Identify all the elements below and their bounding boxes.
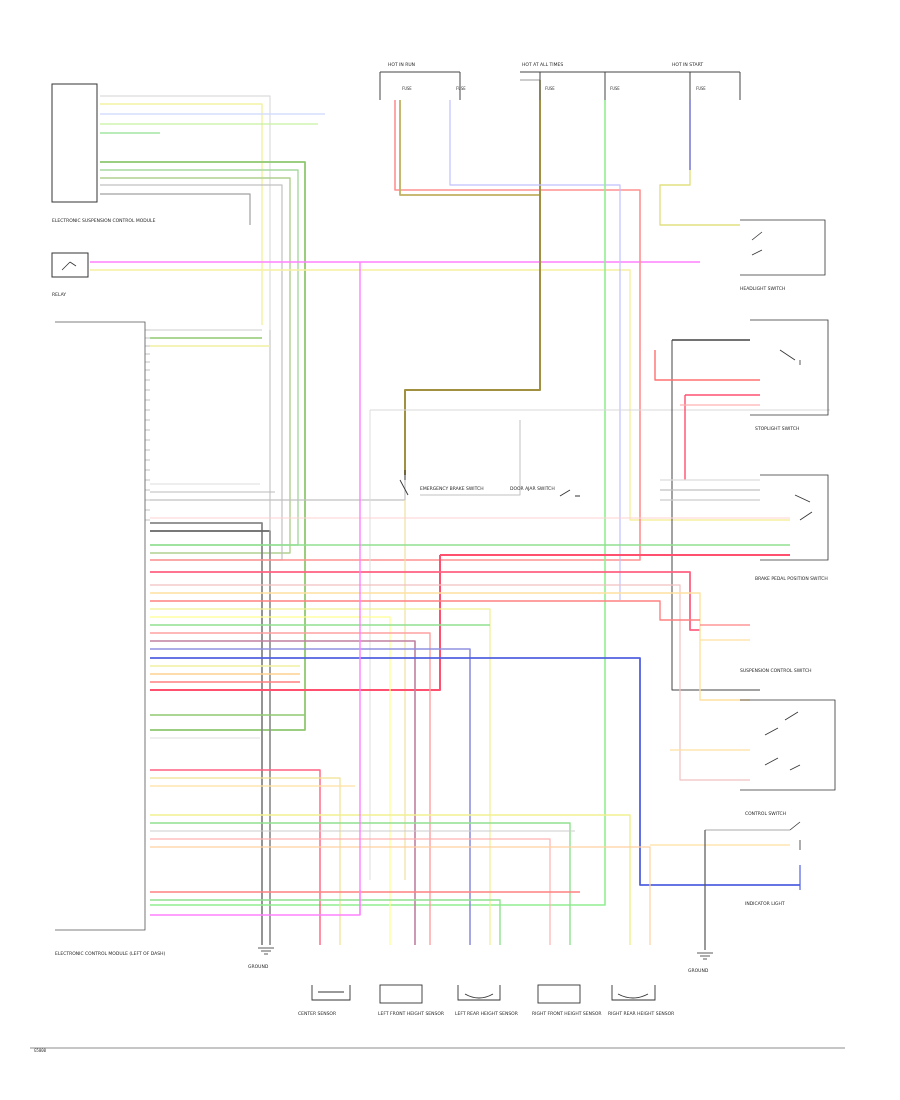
height-sensor-rf: [537, 984, 581, 1004]
relay-label: RELAY: [52, 292, 66, 298]
ground-symbol-b: [697, 952, 713, 960]
relay-symbol: [61, 261, 77, 271]
sensor-lr-label: LEFT REAR HEIGHT SENSOR: [455, 1011, 518, 1017]
emergency-brake-label: EMERGENCY BRAKE SWITCH: [420, 486, 484, 492]
wires-module-top: [100, 95, 325, 731]
brake-pedal-switch-label: BRAKE PEDAL POSITION SWITCH: [755, 576, 828, 582]
main-module-outline: [55, 321, 146, 931]
control-switch-label: CONTROL SWITCH: [745, 811, 786, 817]
wires-module-rows: [150, 262, 800, 945]
sensor-center-label: CENTER SENSOR: [298, 1011, 336, 1017]
height-sensor-lr: [457, 985, 501, 1001]
stoplight-switch-label: STOPLIGHT SWITCH: [755, 426, 799, 432]
sensor-rf-label: RIGHT FRONT HEIGHT SENSOR: [532, 1011, 602, 1017]
suspension-switch-contacts: [764, 711, 801, 771]
sensor-rr-label: RIGHT REAR HEIGHT SENSOR: [608, 1011, 674, 1017]
height-sensor-lf: [379, 984, 423, 1004]
height-sensor-center: [311, 985, 351, 1001]
fuse-label-a: FUSE: [402, 86, 412, 91]
suspension-module-label: ELECTRONIC SUSPENSION CONTROL MODULE: [52, 218, 156, 224]
headlight-switch-box: [740, 219, 826, 276]
power-hot-at-all-times: HOT AT ALL TIMES: [522, 62, 563, 68]
footer-code: G5000: [34, 1048, 47, 1053]
sensor-lf-label: LEFT FRONT HEIGHT SENSOR: [378, 1011, 444, 1017]
brake-pedal-switch-box: [760, 474, 829, 561]
fuse-label-b: FUSE: [456, 86, 466, 91]
module-pin-ticks: [145, 329, 150, 521]
stoplight-switch-contact: [779, 349, 801, 365]
power-hot-in-start: HOT IN START: [672, 62, 703, 68]
headlight-switch-contact: [751, 231, 763, 256]
wires-right-switches: [150, 339, 790, 691]
ground-label-b: GROUND: [688, 968, 709, 974]
main-module-label: ELECTRONIC CONTROL MODULE (LEFT OF DASH): [55, 951, 165, 957]
door-switch-symbol: [559, 489, 580, 497]
ground-label-a: GROUND: [248, 964, 269, 970]
wires-ground: [150, 330, 271, 945]
stoplight-switch-box: [750, 319, 829, 416]
indicator-label: INDICATOR LIGHT: [745, 901, 785, 907]
control-switch-symbol: [789, 821, 801, 850]
ground-symbol-a: [258, 947, 274, 955]
wires-right-lower: [650, 624, 801, 950]
power-bus: [379, 71, 741, 100]
suspension-module-box: [51, 83, 98, 203]
emergency-brake-switch: [399, 470, 409, 496]
brake-pedal-switch-contact: [794, 494, 813, 521]
wires-power: [150, 79, 740, 906]
fuse-label-e: FUSE: [696, 86, 706, 91]
power-hot-run: HOT IN RUN: [388, 62, 415, 68]
relay-box: [51, 252, 89, 278]
height-sensor-rr: [611, 985, 656, 1001]
suspension-switch-label: SUSPENSION CONTROL SWITCH: [740, 668, 812, 674]
suspension-switch-box: [740, 699, 836, 791]
headlight-switch-label: HEADLIGHT SWITCH: [740, 286, 785, 292]
fuse-label-d: FUSE: [610, 86, 620, 91]
fuse-label-c: FUSE: [545, 86, 555, 91]
door-switch-label: DOOR AJAR SWITCH: [510, 486, 555, 492]
